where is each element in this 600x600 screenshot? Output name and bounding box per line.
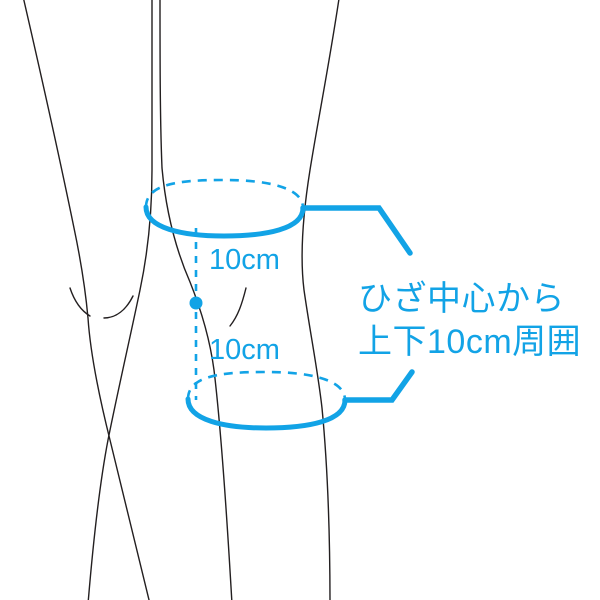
upper-ring-front-arc bbox=[143, 204, 306, 239]
lower-ring-back-arc bbox=[186, 370, 347, 401]
callout-line-1: ひざ中心から bbox=[358, 280, 565, 318]
left-knee-crease-inner bbox=[103, 295, 134, 319]
left-knee-crease-outer bbox=[69, 287, 91, 317]
callout-text-block: ひざ中心から 上下10cm周囲 bbox=[358, 278, 581, 364]
left-leg-outer-outline bbox=[23, 0, 150, 600]
upper-ring-back-arc bbox=[144, 178, 305, 209]
knee-center-point bbox=[189, 296, 203, 310]
upper-dimension-label: 10cm bbox=[209, 244, 280, 276]
callout-line-2: 上下10cm周囲 bbox=[358, 322, 582, 361]
right-leg-inner-outline bbox=[159, 0, 233, 600]
right-knee-crease bbox=[229, 287, 247, 327]
left-leg-inner-outline bbox=[87, 0, 153, 600]
lower-dimension-label: 10cm bbox=[209, 334, 280, 366]
lower-ring-front-arc bbox=[185, 396, 348, 431]
right-leg-outer-outline bbox=[301, 0, 340, 600]
upper-leader-line bbox=[300, 205, 413, 256]
lower-leader-line bbox=[342, 369, 415, 403]
